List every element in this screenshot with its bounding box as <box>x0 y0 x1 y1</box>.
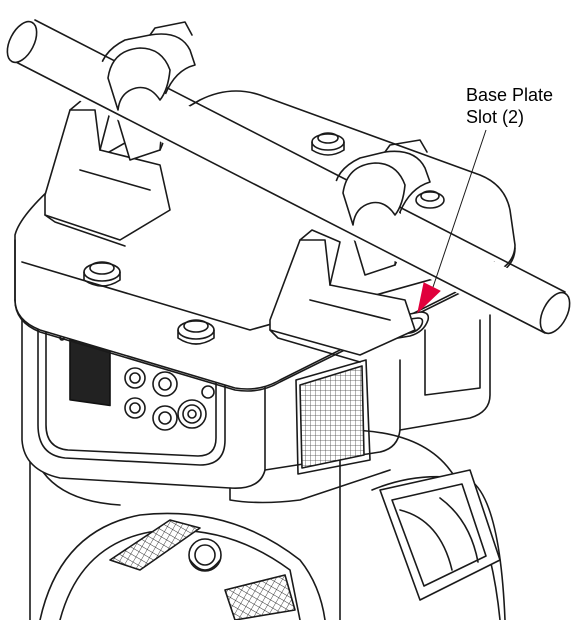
head-lens-ring <box>39 512 326 620</box>
fastener-left <box>83 261 121 287</box>
omega-bracket-left <box>44 99 171 247</box>
callout-label: Base Plate Slot (2) <box>466 84 553 128</box>
fastener-rear <box>311 132 345 156</box>
clamp-left-front <box>107 47 171 111</box>
fastener-center <box>177 319 215 345</box>
callout-label-line2: Slot (2) <box>466 107 525 127</box>
yoke-arm-right <box>339 429 506 620</box>
callout-arrow <box>417 129 487 314</box>
clamp-right-front <box>342 162 406 226</box>
fastener-right <box>415 190 445 209</box>
omega-bracket-right <box>269 229 416 363</box>
xlr-connectors <box>124 367 207 431</box>
callout-label-line1: Base Plate <box>466 85 554 105</box>
vent-grille <box>295 359 371 475</box>
